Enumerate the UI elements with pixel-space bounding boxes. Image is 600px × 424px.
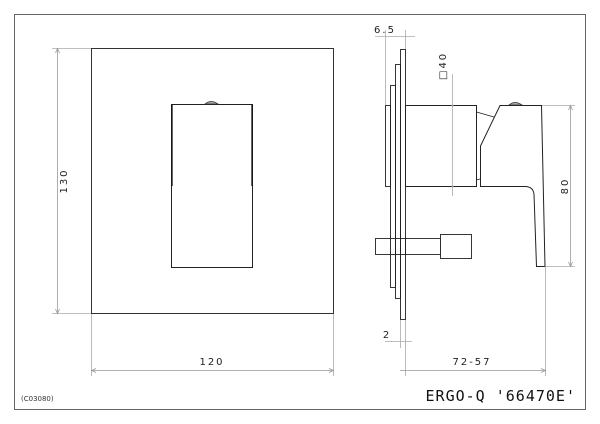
dimension-40-label: □40 <box>438 52 449 80</box>
front-handle-knob <box>203 101 220 105</box>
side-body-block <box>405 105 477 187</box>
side-diverter-spindle <box>375 238 441 255</box>
side-dimension-2: 2 <box>383 320 412 376</box>
front-dimension-width: 120 <box>90 314 335 376</box>
side-plate-4 <box>385 105 391 187</box>
side-dimension-80: 80 <box>542 104 575 268</box>
side-diverter-knob <box>440 234 472 259</box>
side-connector-bottom <box>476 178 481 181</box>
dimension-72-57-label: 72-57 <box>452 357 491 368</box>
dimension-120-label: 120 <box>199 357 224 368</box>
dimension-130-label: 130 <box>59 168 70 193</box>
side-plate-1 <box>400 49 406 320</box>
front-cover-plate <box>91 48 334 314</box>
front-dimension-height: 130 <box>52 47 91 315</box>
dimension-2-label: 2 <box>383 330 391 341</box>
dimension-80-label: 80 <box>560 178 571 195</box>
side-dimension-72-57: 72-57 <box>400 267 547 376</box>
side-lever-handle <box>480 105 546 267</box>
side-plate-3 <box>390 85 396 288</box>
drawing-frame <box>14 14 586 410</box>
drawing-title: ERGO-Q '66470E' <box>426 387 576 405</box>
side-dimension-6-5: 6.5 <box>374 25 415 105</box>
drawing-code: (C03080) <box>21 395 54 403</box>
side-view <box>375 49 546 320</box>
side-dimension-40: □40 <box>438 52 454 196</box>
side-lever-knob <box>507 102 524 106</box>
dimension-6-5-label: 6.5 <box>374 25 396 36</box>
front-view <box>91 48 334 314</box>
side-plate-2 <box>395 64 401 299</box>
side-connector-top <box>476 111 495 118</box>
front-handle <box>171 104 253 268</box>
